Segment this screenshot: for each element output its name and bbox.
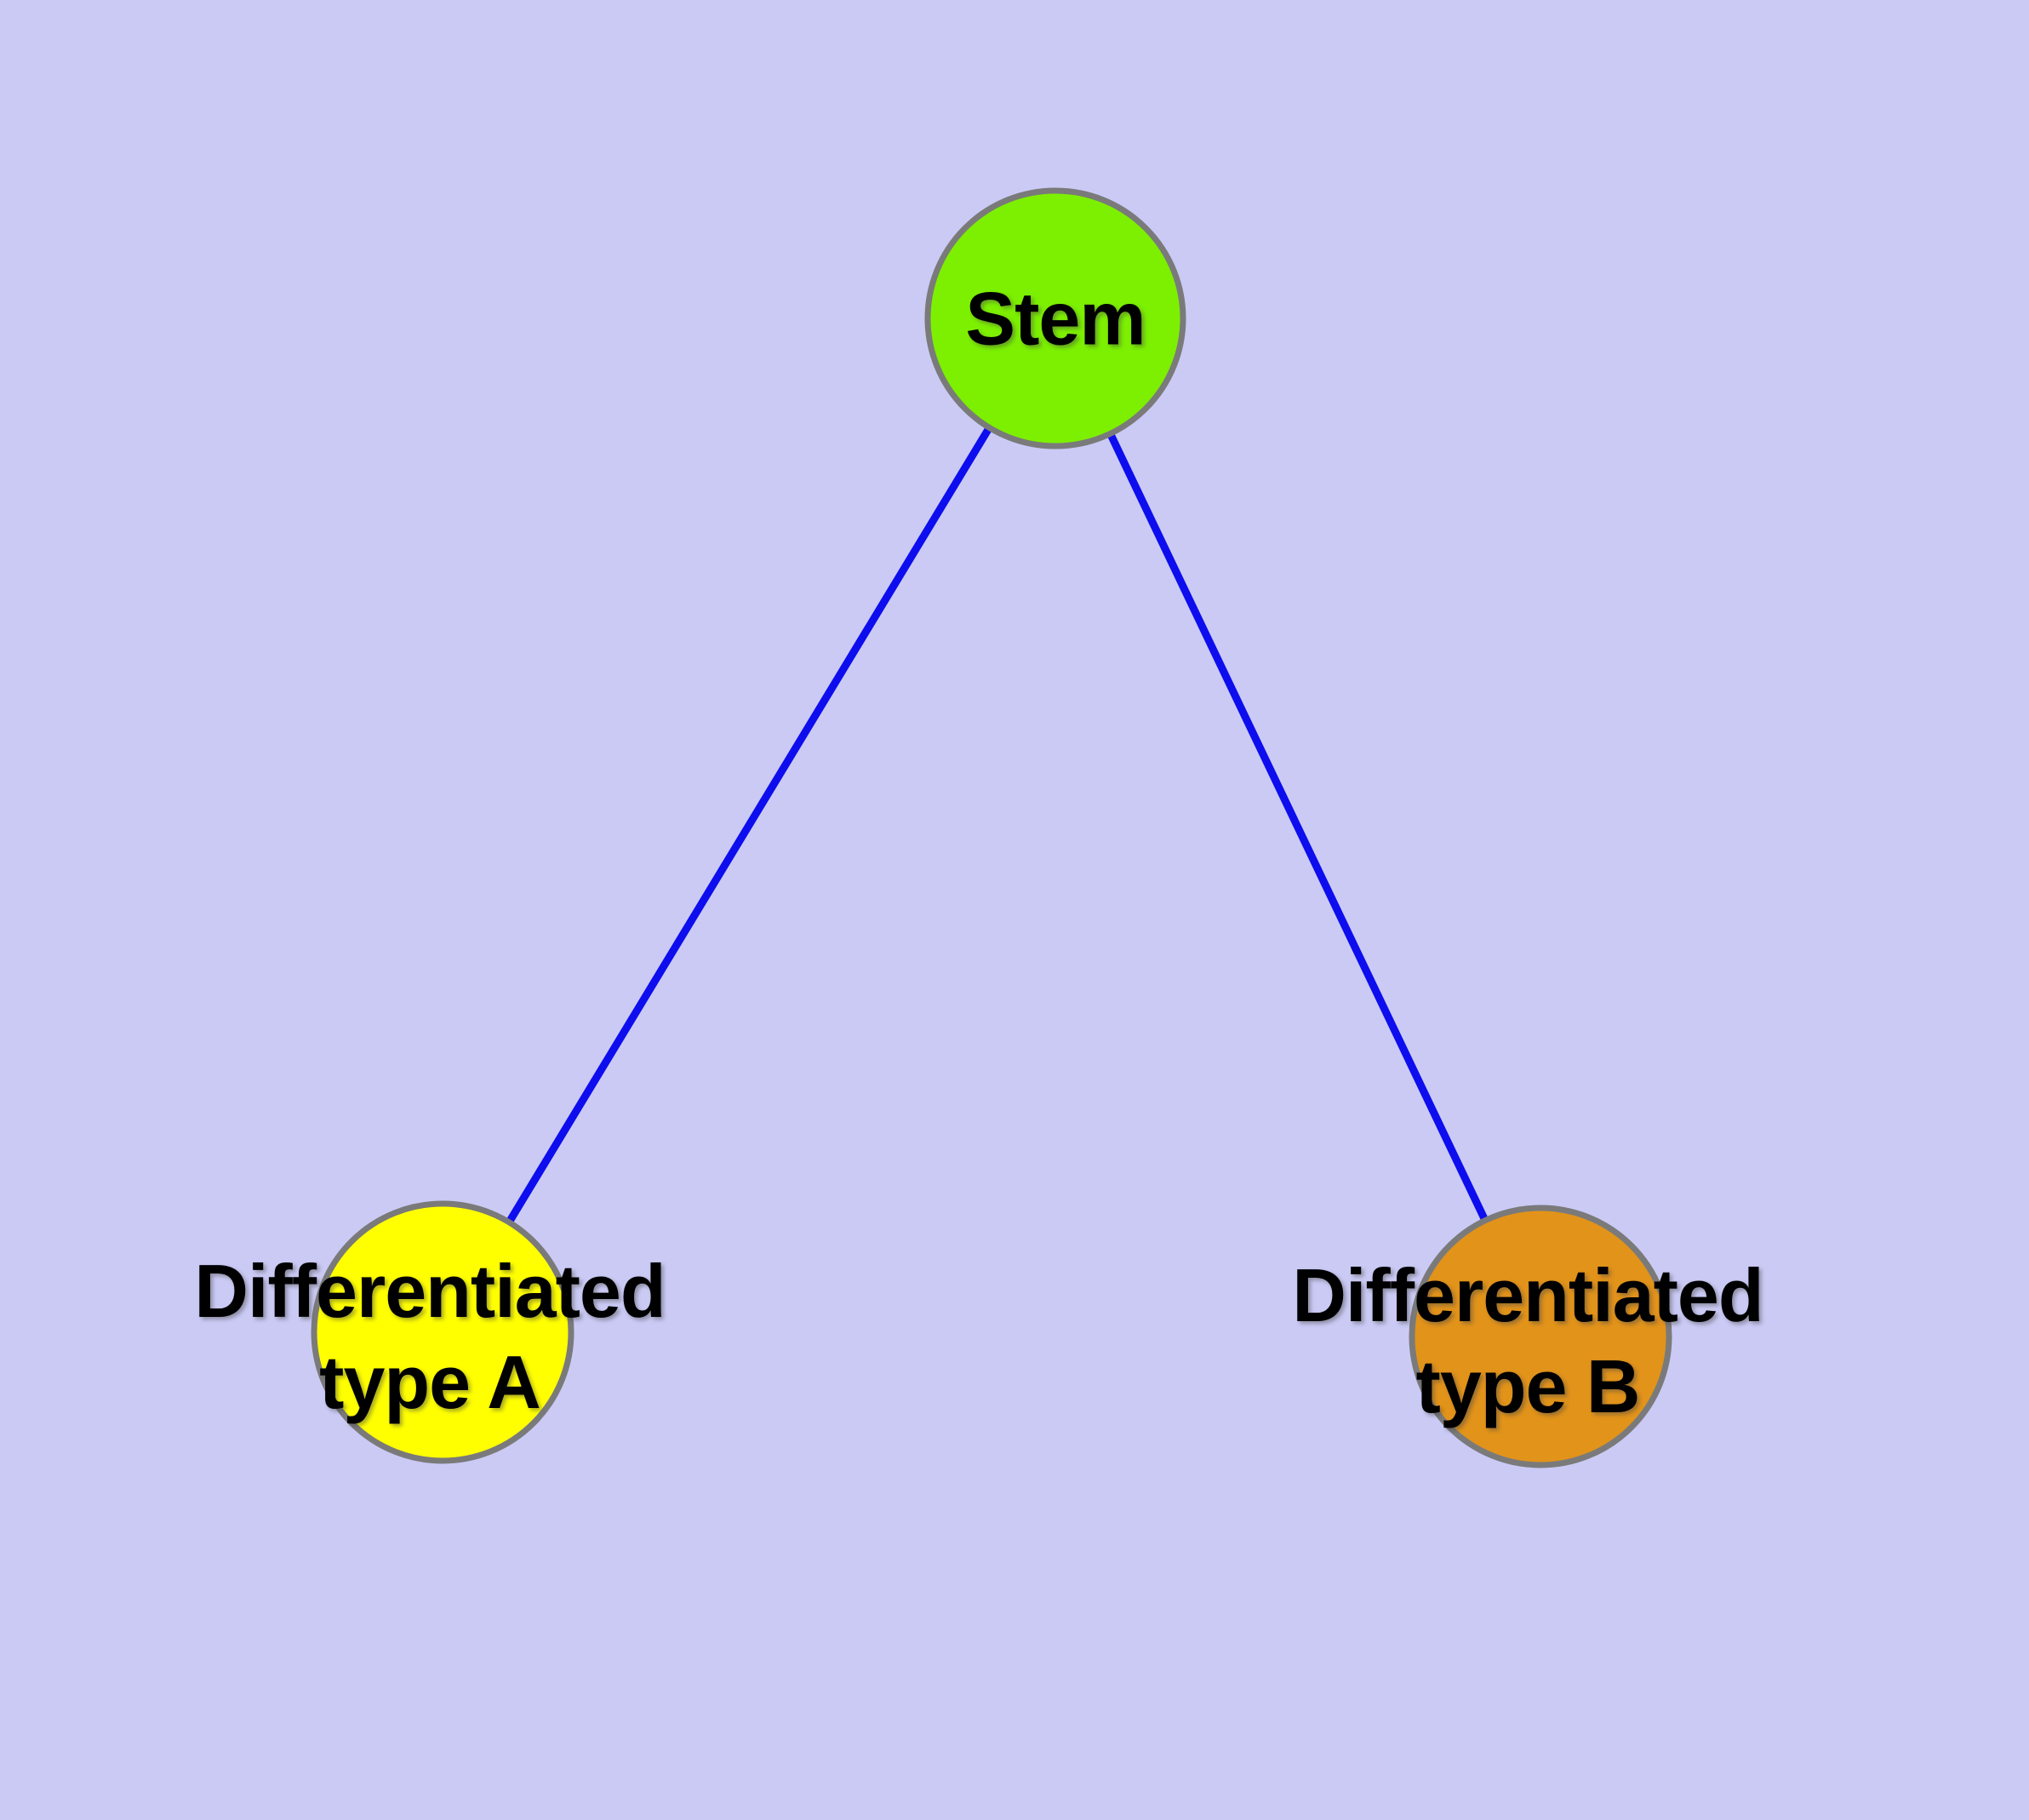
- type-b-label-line2: type B: [1415, 1344, 1641, 1428]
- type-a-node-border: [311, 1200, 574, 1464]
- edge-stem-to-type-a: [439, 316, 1059, 1335]
- type-b-node-border: [1409, 1205, 1672, 1468]
- type-b-label-line1: Differentiated: [1292, 1253, 1763, 1337]
- type-a-label-line2: type A: [319, 1340, 541, 1424]
- type-a-node-circle: [314, 1204, 571, 1461]
- type-b-node-circle: [1412, 1208, 1669, 1465]
- stem-node-circle: [928, 191, 1183, 446]
- type-a-label-line1: Differentiated: [194, 1249, 666, 1333]
- edge-stem-to-type-b: [1051, 317, 1545, 1338]
- type-a-node-label: Differentiated type A: [194, 1245, 666, 1428]
- stem-node-label: Stem: [965, 276, 1146, 361]
- type-b-node-label: Differentiated type B: [1292, 1250, 1763, 1432]
- stem-node-border: [924, 187, 1186, 449]
